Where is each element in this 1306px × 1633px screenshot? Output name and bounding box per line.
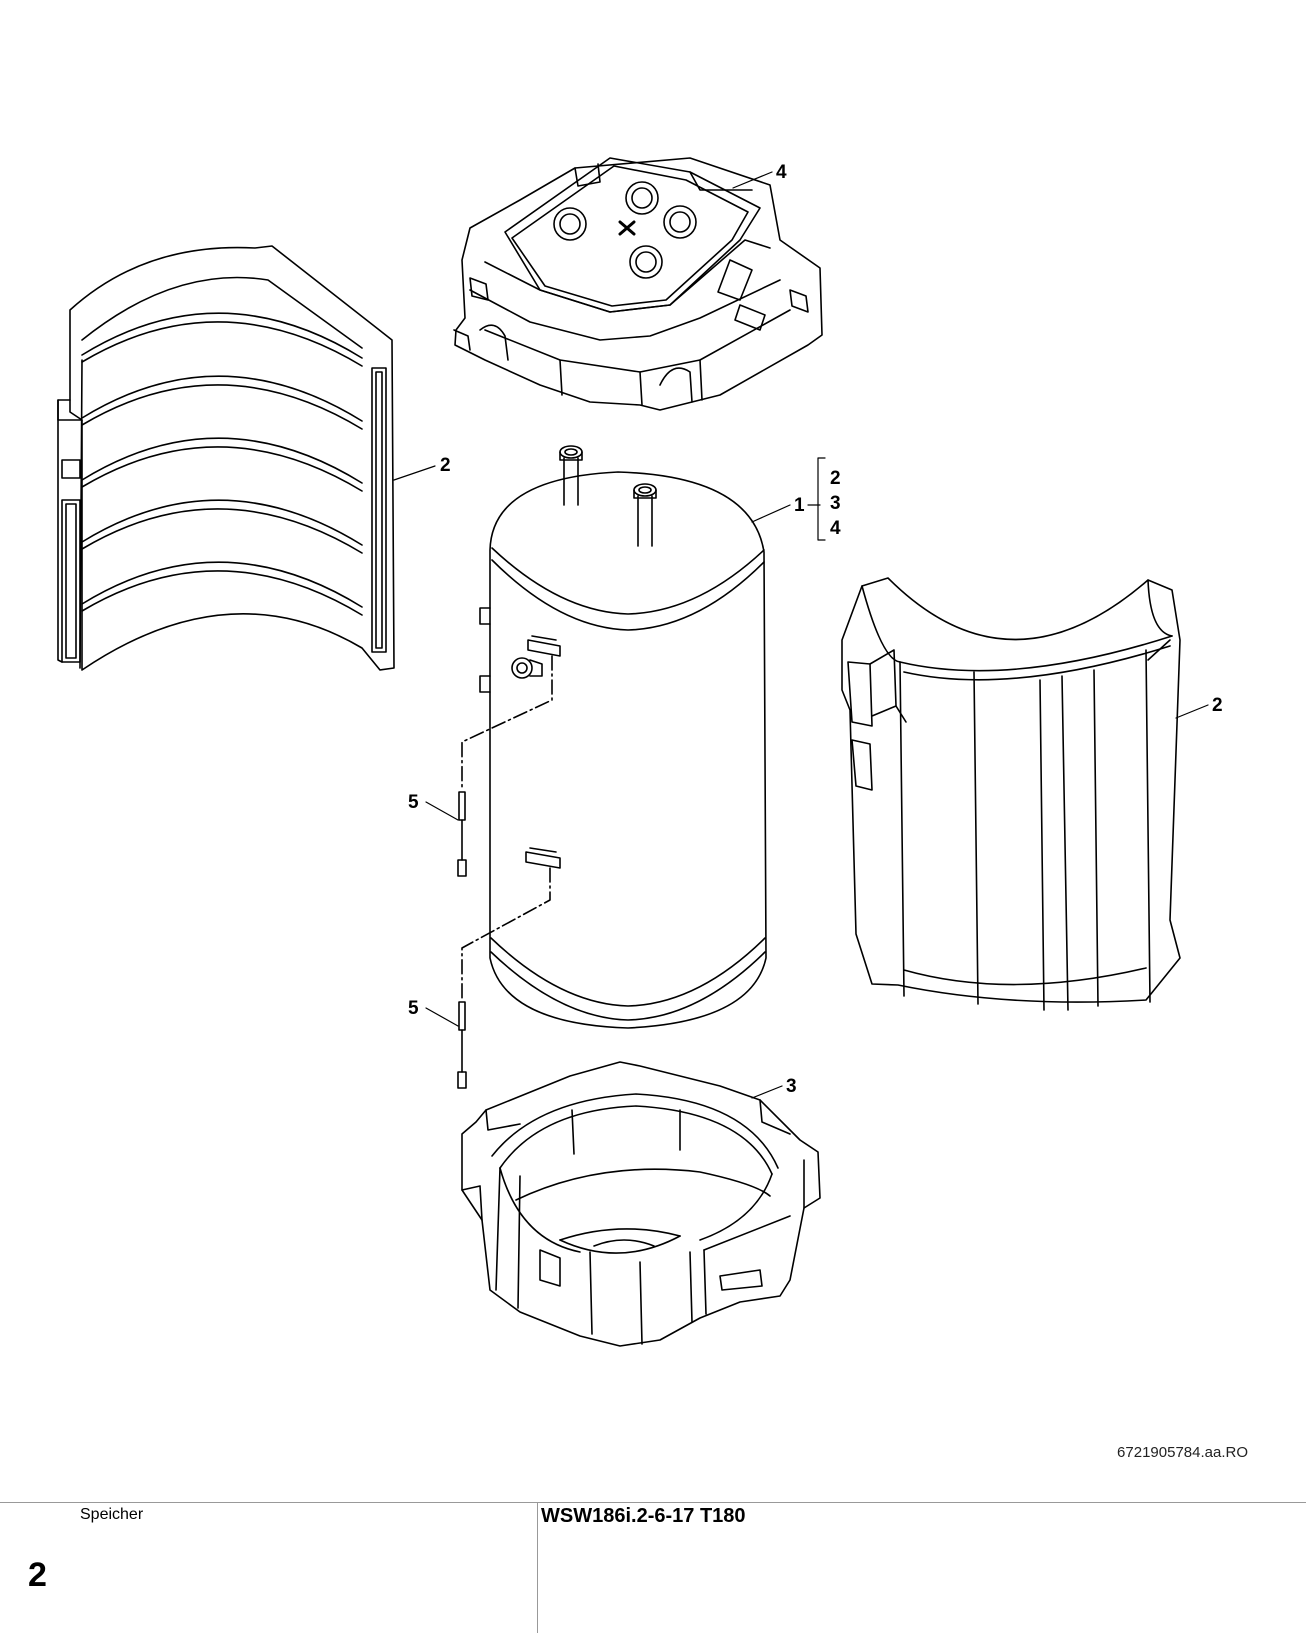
left-casing-shell-part <box>57 245 395 671</box>
left-shell-rib-4 <box>81 499 363 554</box>
left-shell-rib-5 <box>81 561 363 616</box>
callout-5-lower: 5 <box>408 998 419 1019</box>
bracket-shape <box>817 457 826 541</box>
left-shell-rib-2 <box>81 375 363 430</box>
leader-5-lower <box>425 1007 459 1027</box>
leader-2-right <box>1175 704 1209 719</box>
callout-3: 3 <box>786 1076 797 1097</box>
anode-plug-icon <box>511 657 543 679</box>
storage-tank-part <box>479 445 767 1029</box>
callout-2-right: 2 <box>1212 695 1223 716</box>
side-nipple-top <box>479 607 491 625</box>
upper-temperature-sensor-part <box>457 655 553 877</box>
bracket-item-3: 4 <box>830 518 841 539</box>
right-casing-shell-part <box>841 577 1181 1011</box>
exploded-view-drawing: 4 2 1 2 3 4 2 5 5 3 <box>57 157 1223 1347</box>
port-top-icon <box>625 181 659 215</box>
port-bottom-icon <box>629 245 663 279</box>
pipe-stub-left <box>559 445 583 506</box>
sensor-clip-upper <box>527 635 561 657</box>
port-right-icon <box>663 205 697 239</box>
footer-model-name: WSW186i.2-6-17 T180 <box>541 1505 746 1527</box>
leader-2-left <box>393 465 436 481</box>
footer-section-title: Speicher <box>80 1506 144 1523</box>
leader-5-upper <box>425 801 459 821</box>
bracket-item-1: 2 <box>830 468 841 489</box>
side-nipple-bottom <box>479 675 491 693</box>
pipe-stub-right <box>633 483 657 547</box>
callout-4: 4 <box>776 162 787 183</box>
base-part <box>461 1061 821 1347</box>
callout-5-upper: 5 <box>408 792 419 813</box>
callout-1: 1 <box>794 495 805 516</box>
footer-divider-vertical <box>537 1502 538 1633</box>
leader-4 <box>732 171 773 189</box>
left-shell-rib-1 <box>81 312 363 367</box>
footer-divider-horizontal <box>0 1502 1306 1503</box>
leader-1 <box>751 504 791 523</box>
sensor-clip-lower <box>525 847 561 869</box>
top-cover-part <box>453 157 823 411</box>
port-left-icon <box>553 207 587 241</box>
drawing-number: 6721905784.aa.RO <box>1117 1444 1248 1461</box>
left-shell-rib-3 <box>81 437 363 492</box>
leader-3 <box>751 1085 783 1099</box>
callout-2-left: 2 <box>440 455 451 476</box>
footer-page-number: 2 <box>28 1556 47 1594</box>
cross-mark-icon <box>618 220 636 236</box>
leader-lines <box>393 171 1209 1099</box>
lower-temperature-sensor-part <box>457 867 551 1089</box>
bracket-item-2: 3 <box>830 493 841 514</box>
